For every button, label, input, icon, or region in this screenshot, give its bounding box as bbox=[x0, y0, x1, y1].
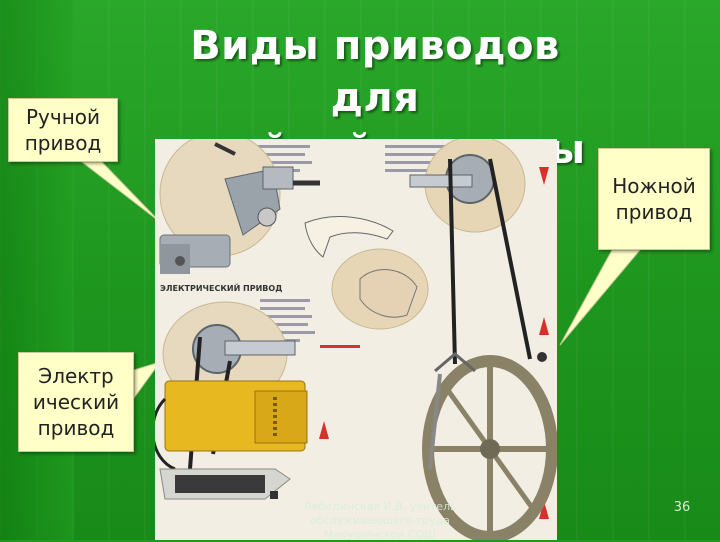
electric-drive-drawing bbox=[155, 301, 308, 500]
foot-drive-callout: Ножной привод bbox=[598, 148, 710, 250]
hand-drawing bbox=[304, 216, 394, 258]
middle-handwheel-drawing bbox=[331, 248, 429, 330]
foot-callout-line-1: Ножной bbox=[612, 174, 696, 198]
drive-types-illustration: ЭЛЕКТРИЧЕСКИЙ ПРИВОД bbox=[155, 139, 557, 540]
electric-pointer bbox=[133, 361, 162, 400]
manual-drive-callout: Ручной привод bbox=[8, 98, 118, 162]
manual-drive-drawing bbox=[159, 139, 320, 274]
slide-footer: Лебединская И.В. учитель обслуживающего … bbox=[280, 500, 480, 542]
electric-callout-line-2: ический bbox=[32, 390, 120, 414]
illustration-svg: ЭЛЕКТРИЧЕСКИЙ ПРИВОД bbox=[155, 139, 557, 540]
electric-drive-callout: Электр ический привод bbox=[18, 352, 134, 452]
manual-pointer bbox=[80, 161, 161, 223]
foot-pointer bbox=[559, 249, 642, 346]
manual-callout-line-2: привод bbox=[24, 131, 102, 155]
electric-callout-line-1: Электр bbox=[38, 364, 114, 388]
title-line-1: Виды приводов для bbox=[190, 23, 560, 121]
footer-line-2: обслуживающего труда bbox=[309, 514, 451, 527]
poster-heading: ЭЛЕКТРИЧЕСКИЙ ПРИВОД bbox=[160, 282, 282, 293]
foot-callout-line-2: привод bbox=[615, 200, 693, 224]
footer-line-3: Макушинской СОШ bbox=[324, 528, 436, 541]
foot-drive-drawing bbox=[409, 139, 557, 540]
manual-callout-line-1: Ручной bbox=[25, 105, 101, 129]
page-number: 36 bbox=[673, 500, 691, 515]
electric-callout-line-3: привод bbox=[37, 416, 115, 440]
footer-line-1: Лебединская И.В. учитель bbox=[303, 500, 457, 513]
